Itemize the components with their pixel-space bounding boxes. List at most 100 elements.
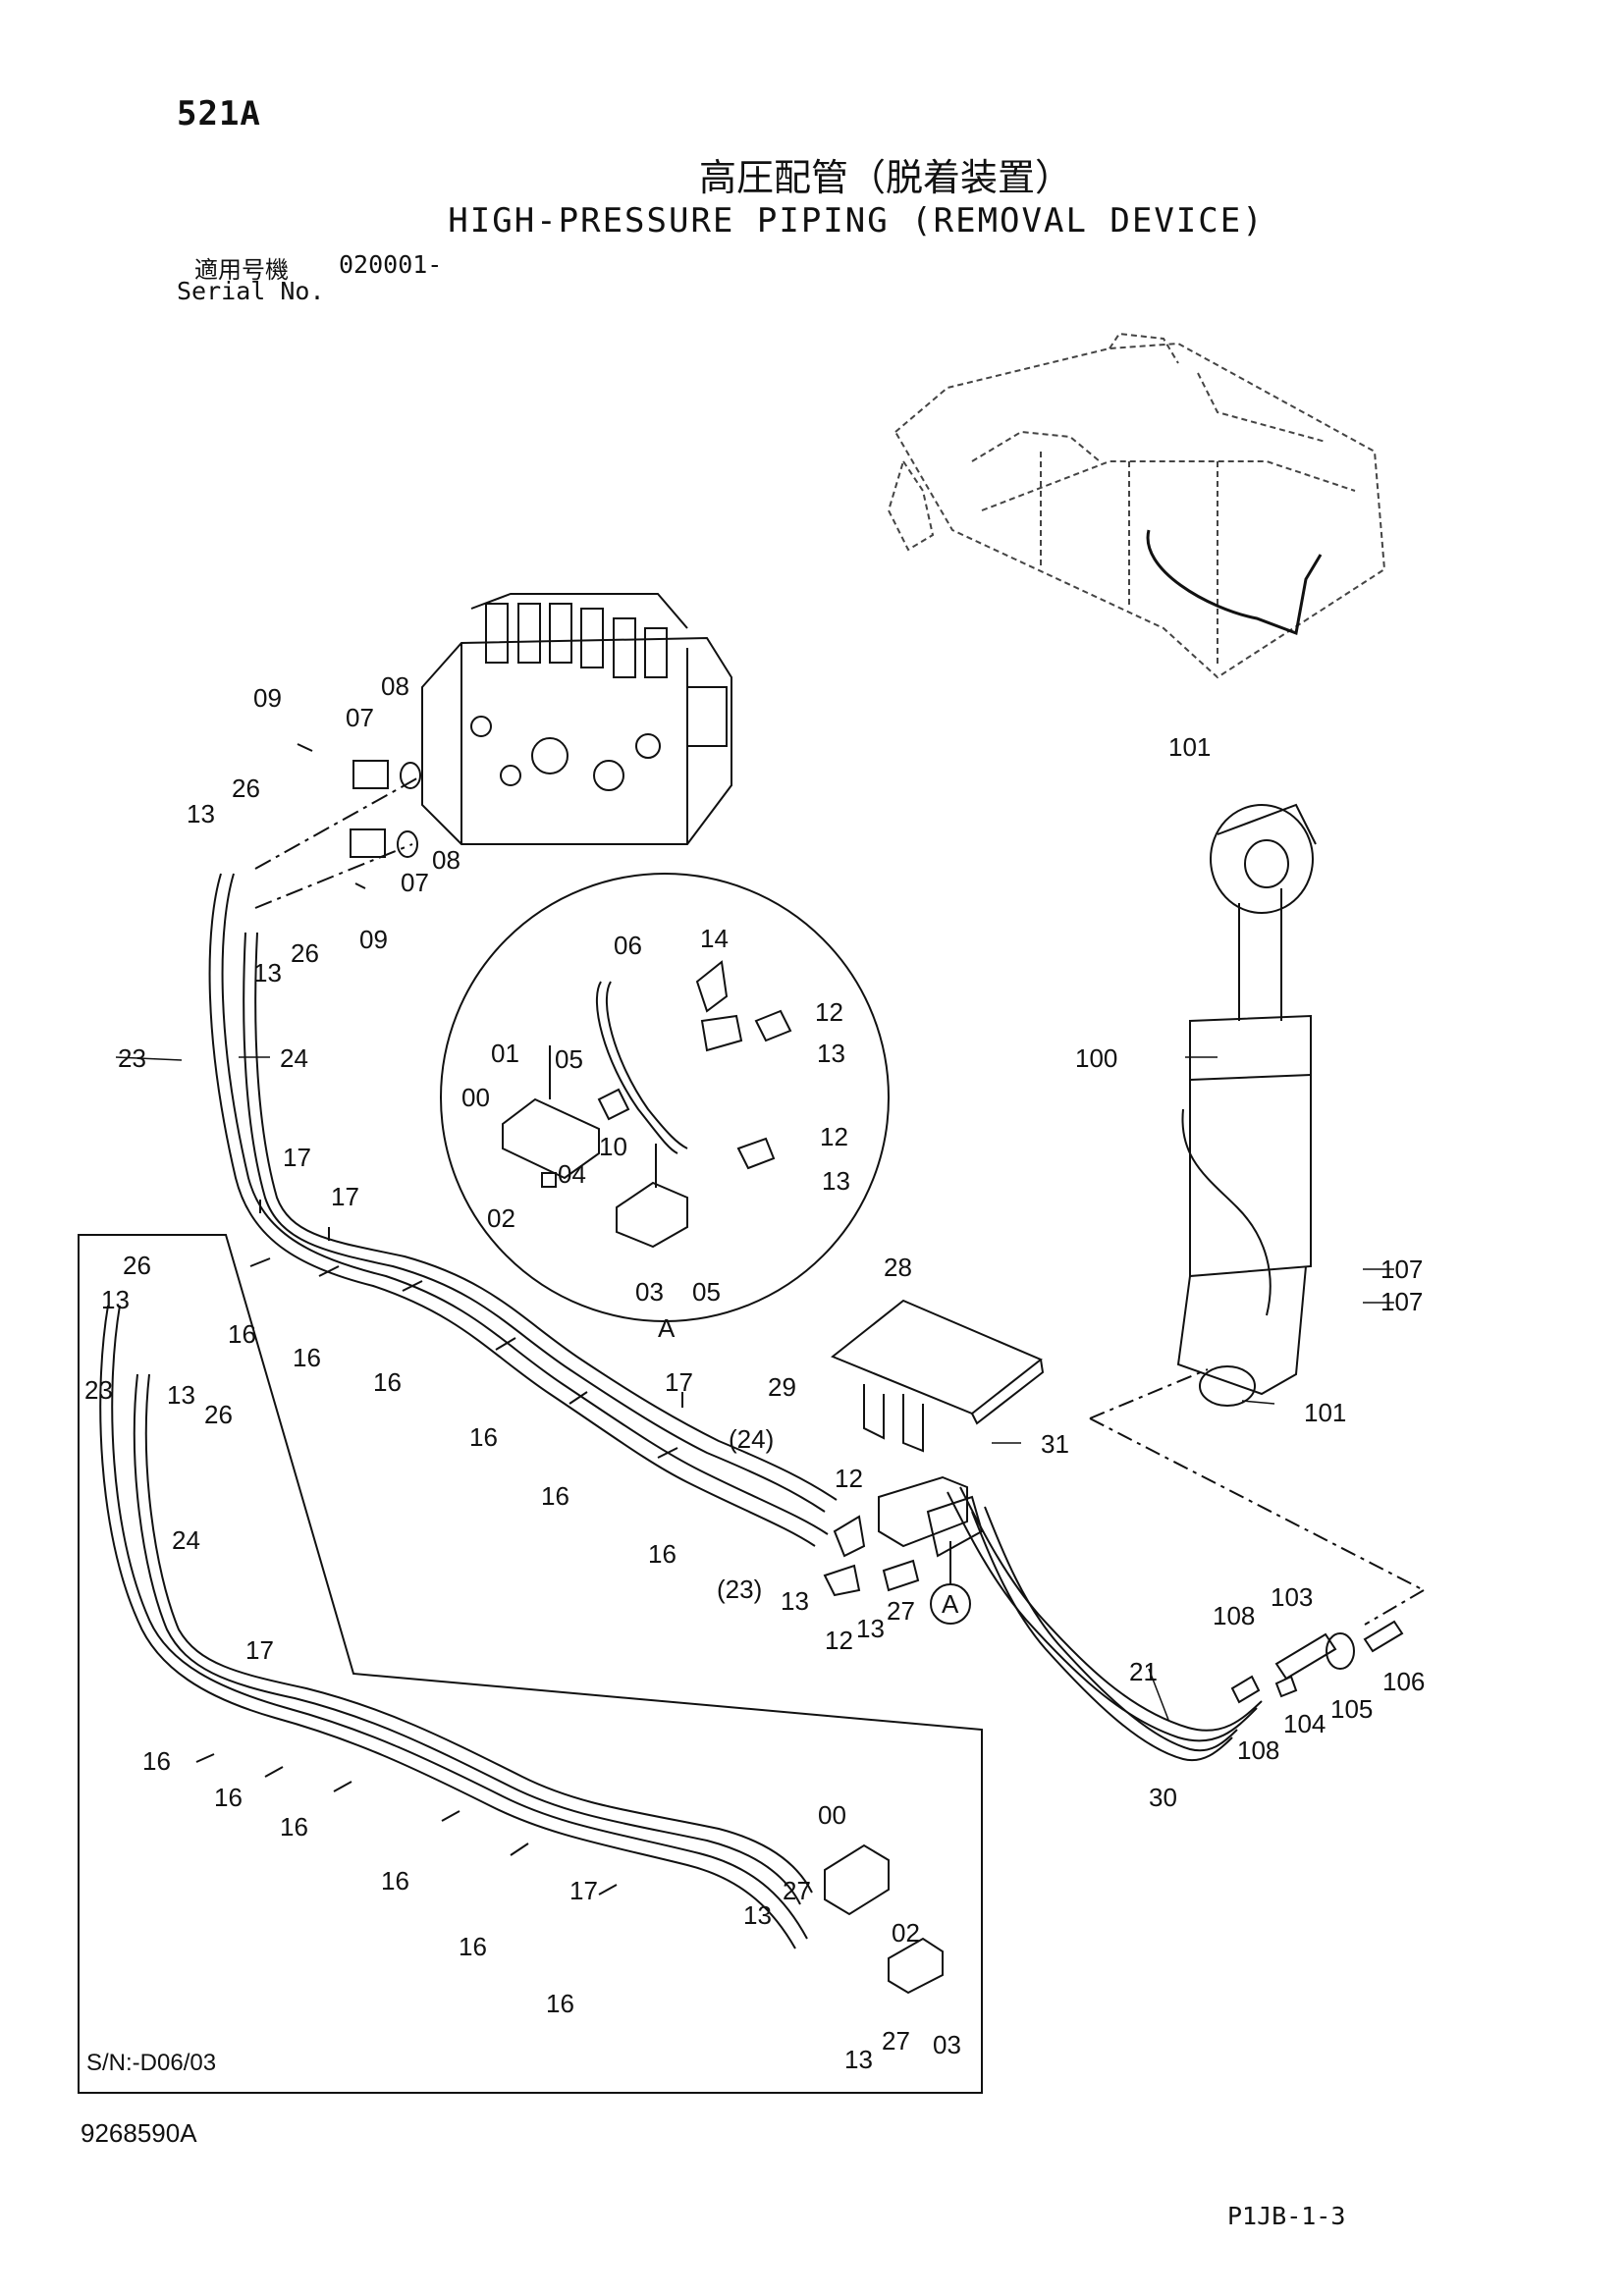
inset-callout-17: 17 bbox=[569, 1876, 598, 1905]
callout-31: 31 bbox=[1041, 1429, 1069, 1459]
inset-callout-00: 00 bbox=[818, 1800, 846, 1830]
callout-106: 106 bbox=[1382, 1667, 1425, 1696]
fitting-103 bbox=[1274, 1632, 1337, 1681]
callout-12: 12 bbox=[825, 1626, 853, 1655]
hose-30 bbox=[971, 1511, 1233, 1762]
inset-callout-24: 24 bbox=[172, 1525, 200, 1555]
machine-overview-illustration bbox=[887, 332, 1386, 679]
inset-block-03 bbox=[888, 1937, 944, 1995]
inset-callout-03: 03 bbox=[933, 2030, 961, 2059]
detail-elbow-12b bbox=[736, 1137, 776, 1170]
callout-16: 16 bbox=[228, 1319, 256, 1349]
hose-23 bbox=[208, 873, 816, 1547]
callout-16: 16 bbox=[373, 1367, 402, 1397]
page-code: 521A bbox=[177, 94, 261, 133]
callout-17: 17 bbox=[283, 1143, 311, 1172]
hose-21 bbox=[947, 1491, 1258, 1742]
detail-callout-13: 13 bbox=[822, 1166, 850, 1196]
callout-26: 26 bbox=[291, 938, 319, 968]
inset-callout-16: 16 bbox=[381, 1866, 409, 1896]
hose-24 bbox=[243, 932, 826, 1513]
callout-17: 17 bbox=[331, 1182, 359, 1211]
callout-107: 107 bbox=[1380, 1255, 1423, 1284]
detail-callout-12: 12 bbox=[815, 997, 843, 1027]
hydraulic-cylinder-100 bbox=[1176, 803, 1317, 1407]
callout-07: 07 bbox=[401, 868, 429, 897]
detail-block-00 bbox=[502, 1097, 600, 1180]
inset-callout-27: 27 bbox=[882, 2026, 910, 2056]
detail-view-label: A bbox=[658, 1313, 676, 1343]
inset-box-old-serial bbox=[78, 1234, 983, 2094]
fitting-108 bbox=[1230, 1675, 1261, 1704]
bolt-09-upper bbox=[297, 743, 313, 752]
callout-08: 08 bbox=[432, 845, 460, 875]
connector-block-a bbox=[823, 1475, 984, 1597]
detail-callout-10: 10 bbox=[599, 1132, 627, 1161]
detail-callout-01: 01 bbox=[491, 1039, 519, 1068]
callout-101: 101 bbox=[1168, 732, 1211, 762]
callout-21: 21 bbox=[1129, 1657, 1158, 1686]
detail-view-a bbox=[440, 873, 890, 1322]
callout-13: 13 bbox=[253, 958, 282, 988]
inset-callout-26: 26 bbox=[123, 1251, 151, 1280]
detail-hose-06 bbox=[595, 981, 678, 1154]
callout-105: 105 bbox=[1330, 1694, 1373, 1724]
inset-callout-13: 13 bbox=[101, 1285, 130, 1314]
callout-13: 13 bbox=[781, 1586, 809, 1616]
detail-callout-00: 00 bbox=[461, 1083, 490, 1112]
overview-hose-highlight bbox=[1146, 529, 1323, 636]
inset-callout-16: 16 bbox=[546, 1989, 574, 2018]
callout-07: 07 bbox=[346, 703, 374, 732]
inset-serial-note: S/N:-D06/03 bbox=[86, 2050, 217, 2076]
callout-13: 13 bbox=[856, 1614, 885, 1643]
detail-callout-12: 12 bbox=[820, 1122, 848, 1151]
page-title-english: HIGH-PRESSURE PIPING (REMOVAL DEVICE) bbox=[448, 201, 1265, 240]
serial-label-english: Serial No. bbox=[177, 277, 325, 305]
detail-callout-03: 03 bbox=[635, 1277, 664, 1307]
fitting-105 bbox=[1326, 1632, 1355, 1670]
callout-16: 16 bbox=[469, 1422, 498, 1452]
fitting-104 bbox=[1274, 1675, 1298, 1698]
page-reference: P1JB-1-3 bbox=[1227, 2202, 1346, 2230]
callout-16: 16 bbox=[541, 1481, 569, 1511]
callout-28: 28 bbox=[884, 1253, 912, 1282]
callout-24-ref: (24) bbox=[729, 1424, 774, 1454]
inset-callout-26: 26 bbox=[204, 1400, 233, 1429]
inset-hose-23 bbox=[99, 1305, 796, 1949]
flange-07-upper bbox=[352, 760, 389, 789]
callout-09: 09 bbox=[253, 683, 282, 713]
bolts-17-main bbox=[259, 1200, 683, 1408]
callout-13: 13 bbox=[187, 799, 215, 828]
callout-24: 24 bbox=[280, 1043, 308, 1073]
inset-callout-23: 23 bbox=[84, 1375, 113, 1405]
inset-block-00 bbox=[824, 1843, 890, 1916]
callout-100: 100 bbox=[1075, 1043, 1117, 1073]
bolt-09-lower bbox=[354, 882, 366, 889]
callout-09: 09 bbox=[359, 925, 388, 954]
callout-26: 26 bbox=[232, 774, 260, 803]
callout-23-ref: (23) bbox=[717, 1575, 762, 1604]
detail-callout-04: 04 bbox=[558, 1159, 586, 1189]
inset-callout-17: 17 bbox=[245, 1635, 274, 1665]
callout-29: 29 bbox=[768, 1372, 796, 1402]
clamps-16-main bbox=[249, 1257, 678, 1459]
serial-label-japanese: 適用号機 bbox=[194, 256, 289, 284]
callout-17: 17 bbox=[665, 1367, 693, 1397]
callout-108: 108 bbox=[1237, 1735, 1279, 1765]
callout-labels: 09 08 07 26 13 08 07 09 26 13 23 24 17 1… bbox=[84, 671, 1425, 2074]
callout-08: 08 bbox=[381, 671, 409, 701]
inset-callout-16: 16 bbox=[142, 1746, 171, 1776]
figure-part-number: 9268590A bbox=[81, 2118, 197, 2148]
callout-16: 16 bbox=[293, 1343, 321, 1372]
detail-elbow-12a bbox=[754, 1009, 792, 1042]
detail-fitting-10 bbox=[597, 1088, 630, 1121]
detail-valve-14 bbox=[695, 960, 743, 1052]
inset-callout-16: 16 bbox=[214, 1783, 243, 1812]
callout-27: 27 bbox=[887, 1596, 915, 1626]
callout-103: 103 bbox=[1271, 1582, 1313, 1612]
detail-callout-14: 14 bbox=[700, 924, 729, 953]
callout-107: 107 bbox=[1380, 1287, 1423, 1316]
fitting-106 bbox=[1363, 1620, 1404, 1653]
detail-callout-06: 06 bbox=[614, 931, 642, 960]
callout-12: 12 bbox=[835, 1464, 863, 1493]
